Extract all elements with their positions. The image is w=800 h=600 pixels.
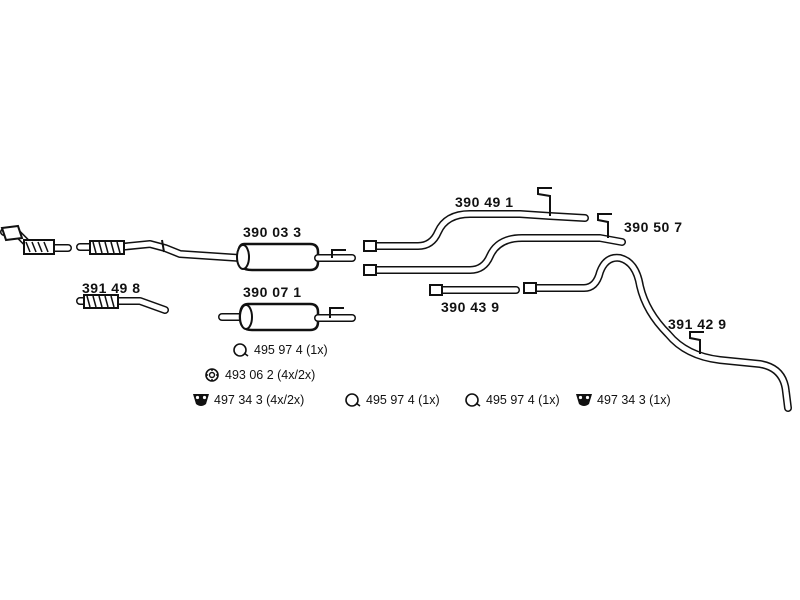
accessory-item: 495 97 4 (1x) <box>232 342 328 358</box>
part-label-390507: 390 50 7 <box>624 219 683 235</box>
accessory-text: 493 06 2 (4x/2x) <box>225 368 316 382</box>
rear-pipe-390507[interactable] <box>363 213 626 276</box>
rubber-mount-icon <box>576 394 592 406</box>
accessory-text: 497 34 3 (4x/2x) <box>214 393 305 407</box>
clamp-ring-icon <box>233 343 249 357</box>
front-pipe-to-middle-silencer[interactable] <box>76 239 244 262</box>
part-label-391429: 391 42 9 <box>668 316 727 332</box>
accessory-item: 495 97 4 (1x) <box>464 392 560 408</box>
front-downpipe-part[interactable] <box>0 224 72 255</box>
accessory-text: 495 97 4 (1x) <box>486 393 560 407</box>
accessory-item: 495 97 4 (1x) <box>344 392 440 408</box>
tail-pipe-391429[interactable] <box>523 253 792 412</box>
pipe-390439[interactable] <box>429 284 520 296</box>
clamp-ring-icon <box>465 393 481 407</box>
accessory-item: 493 06 2 (4x/2x) <box>203 367 315 383</box>
clamp-ring-icon <box>345 393 361 407</box>
rear-pipe-390491[interactable] <box>363 187 589 252</box>
accessory-item: 497 34 3 (4x/2x) <box>192 392 304 408</box>
flex-pipe-391498[interactable] <box>76 294 169 314</box>
rubber-mount-icon <box>193 394 209 406</box>
part-label-391498: 391 49 8 <box>82 280 141 296</box>
accessory-text: 497 34 3 (1x) <box>597 393 671 407</box>
part-label-390491: 390 49 1 <box>455 194 514 210</box>
part-label-390071: 390 07 1 <box>243 284 302 300</box>
gasket-icon <box>205 368 219 382</box>
middle-silencer-390033[interactable] <box>236 242 356 272</box>
middle-silencer-390071[interactable] <box>218 302 356 332</box>
accessory-item: 497 34 3 (1x) <box>575 392 671 408</box>
part-label-390033: 390 03 3 <box>243 224 302 240</box>
accessory-text: 495 97 4 (1x) <box>254 343 328 357</box>
accessory-text: 495 97 4 (1x) <box>366 393 440 407</box>
part-label-390439: 390 43 9 <box>441 299 500 315</box>
